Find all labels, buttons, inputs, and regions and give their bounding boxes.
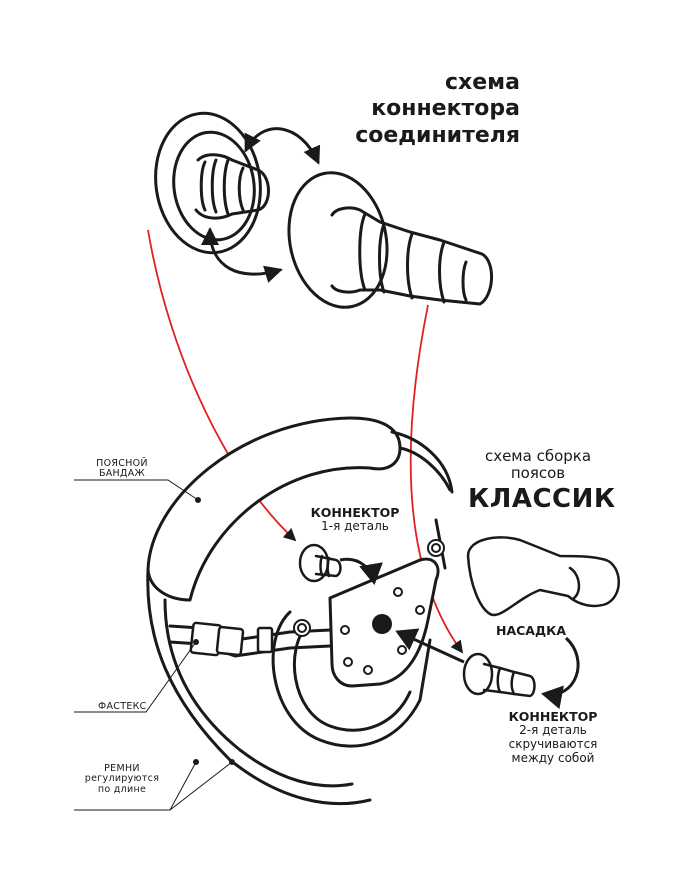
- fastex-label: ФАСТЕКС: [98, 701, 147, 712]
- twist-arrows: [201, 127, 321, 283]
- connector-part-2-top: [287, 171, 494, 309]
- straps-label: РЕМНИ регулируются по длине: [72, 763, 172, 795]
- assembly-schema-title: схема сборка поясов КЛАССИК: [468, 447, 616, 514]
- connector-part-2-small: [462, 652, 536, 698]
- title-right-line1: схема сборка: [484, 447, 592, 465]
- connector2-title: КОННЕКТОР: [508, 709, 598, 724]
- connector-part-1-small: [298, 543, 342, 583]
- nasadka-label: НАСАДКА: [496, 624, 566, 638]
- title-top-line1: схема: [445, 70, 520, 95]
- connector1-sub: 1-я деталь: [321, 518, 389, 533]
- straps-line3: по длине: [97, 783, 147, 795]
- belt-bandage-label: ПОЯСНОЙ БАНДАЖ: [82, 458, 162, 480]
- straps-line1: РЕМНИ: [104, 763, 140, 774]
- connector-schema-title: схема коннектора соединителя: [330, 70, 520, 149]
- nasadka-shape: [466, 536, 620, 617]
- fastex-buckle-shape: [189, 621, 274, 657]
- nasadka-title: НАСАДКА: [496, 623, 567, 638]
- belt-bandage-line1: ПОЯСНОЙ: [96, 458, 148, 469]
- connector1-title: КОННЕКТОР: [310, 505, 400, 520]
- connector2-label: КОННЕКТОР 2-я деталь скручиваются между …: [478, 709, 628, 766]
- straps-line2: регулируются: [84, 773, 160, 785]
- belt-bandage-line2: БАНДАЖ: [98, 468, 146, 480]
- pad-socket: [372, 614, 392, 634]
- title-right-line2: поясов: [510, 464, 566, 483]
- connector1-label: КОННЕКТОР 1-я деталь: [300, 506, 410, 533]
- leader-lines: [74, 479, 235, 811]
- title-top-line3: соединителя: [355, 122, 520, 148]
- arrow-connector1-to-pad: [339, 557, 383, 585]
- title-right-line3: КЛАССИК: [468, 483, 616, 514]
- title-top-line2: коннектора: [371, 96, 520, 122]
- harness-belt: [146, 416, 454, 806]
- connector2-sub3: между собой: [511, 750, 595, 765]
- red-guide-lines: [147, 229, 464, 654]
- connector2-sub1: 2-я деталь: [519, 723, 587, 738]
- arrow-connector2-to-pad: [395, 628, 465, 664]
- arrow-nasadka-to-connector2: [541, 636, 580, 710]
- connector-part-1-top: [154, 111, 270, 255]
- pad-holes: [293, 539, 445, 675]
- connector2-sub2: скручиваются: [508, 737, 598, 752]
